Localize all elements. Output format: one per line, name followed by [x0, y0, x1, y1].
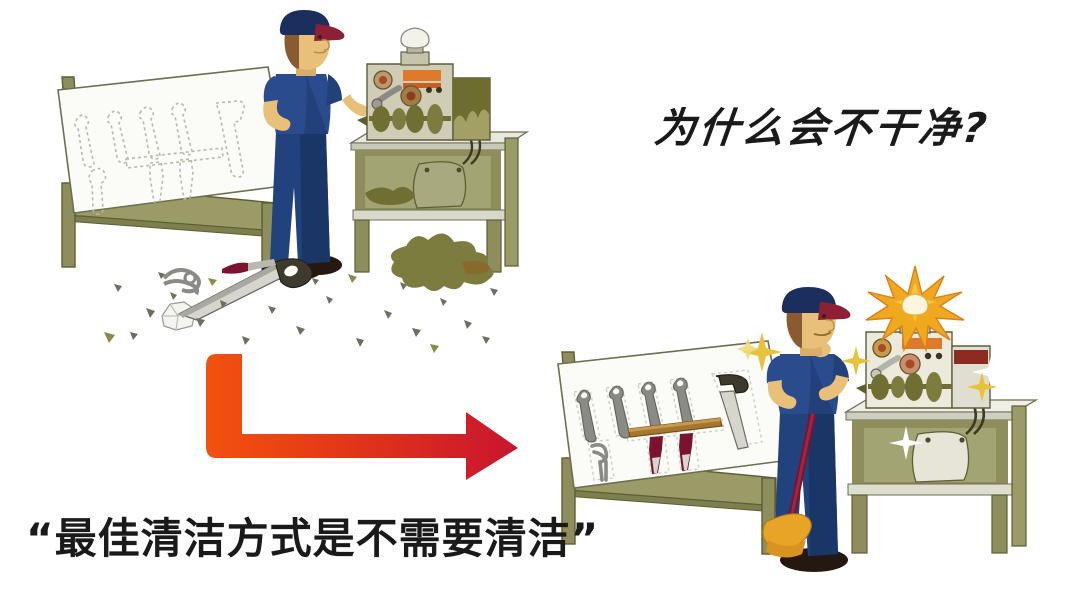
- worker-smiling: [762, 287, 851, 572]
- worker-frowning: [262, 10, 368, 281]
- transition-arrow: [206, 354, 518, 480]
- clean-machine: [841, 265, 1039, 554]
- question-text: 为什么会不干净?: [652, 104, 992, 152]
- oil-spill: [390, 233, 494, 291]
- scattered-screwdriver: [222, 259, 276, 274]
- board-handsaw: [715, 374, 749, 450]
- quote-text: “最佳清洁方式是不需要清洁”: [26, 514, 600, 563]
- sparkle-icon: [737, 332, 782, 372]
- scattered-handsaw: [177, 258, 313, 321]
- scattered-pliers: [162, 268, 201, 296]
- empty-shadow-board: [57, 66, 291, 278]
- starburst-lamp: [865, 265, 965, 353]
- messy-workshop-scene: [0, 0, 540, 360]
- floor-debris: [104, 272, 498, 353]
- clean-workshop-scene: [530, 265, 1080, 580]
- organized-shadow-board: [557, 340, 791, 555]
- dirty-machine: [348, 27, 530, 273]
